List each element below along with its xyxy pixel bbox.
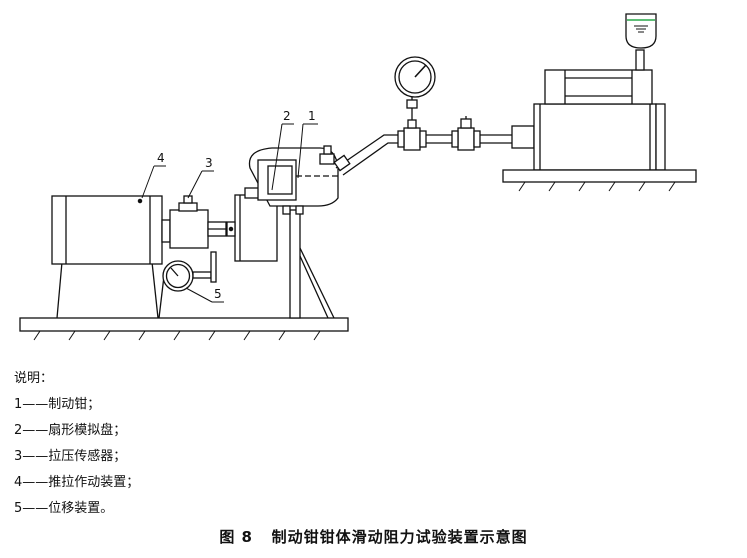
pressure-gauge [394, 56, 436, 120]
legend-item: 4——推拉作动装置； [14, 470, 139, 496]
legend-item: 2——扇形模拟盘； [14, 418, 139, 444]
callout-3: 3 [205, 156, 213, 170]
figure-number: 图 8 [219, 528, 253, 546]
legend-number: 4 [14, 475, 23, 490]
legend-dash: —— [22, 449, 49, 464]
push-pull-actuator [51, 195, 171, 319]
legend-text: 扇形模拟盘； [48, 423, 127, 438]
legend-text: 制动钳； [48, 397, 101, 412]
brake-caliper [248, 145, 339, 215]
pipe-valve-right [451, 116, 481, 151]
oil-reservoir [625, 13, 657, 49]
callout-2: 2 [283, 109, 291, 123]
callout-numbers: 1 2 3 4 5 [157, 109, 316, 301]
pipe-valve-left [397, 119, 427, 151]
legend: 说明： 1——制动钳； 2——扇形模拟盘； 3——拉压传感器； 4——推拉作动装… [14, 366, 139, 522]
callout-5: 5 [214, 287, 222, 301]
load-sensor [169, 195, 227, 249]
legend-text: 位移装置。 [48, 501, 114, 516]
caliper-support-frame [289, 209, 335, 319]
legend-number: 1 [14, 397, 23, 412]
figure-title: 制动钳钳体滑动阻力试验装置示意图 [271, 528, 528, 546]
callout-leaders [141, 123, 318, 303]
legend-item: 5——位移装置。 [14, 496, 139, 522]
right-base-plate [502, 169, 697, 192]
legend-text: 推拉作动装置； [48, 475, 140, 490]
legend-item: 3——拉压传感器； [14, 444, 139, 470]
legend-item: 1——制动钳； [14, 392, 139, 418]
figure-caption: 图 8 制动钳钳体滑动阻力试验装置示意图 [0, 526, 747, 547]
legend-dash: —— [22, 475, 49, 490]
displacement-dial-gauge [158, 251, 217, 319]
hydraulic-pump-unit [511, 49, 666, 171]
legend-number: 2 [14, 423, 23, 438]
left-base-plate [19, 317, 349, 341]
legend-number: 3 [14, 449, 23, 464]
legend-dash: —— [22, 397, 49, 412]
legend-number: 5 [14, 501, 23, 516]
legend-text: 拉压传感器； [48, 449, 127, 464]
callout-1: 1 [308, 109, 316, 123]
callout-4: 4 [157, 151, 165, 165]
legend-dash: —— [22, 423, 49, 438]
legend-dash: —— [22, 501, 49, 516]
test-apparatus-diagram: 1 2 3 4 5 [19, 13, 697, 341]
legend-heading: 说明： [14, 371, 54, 386]
